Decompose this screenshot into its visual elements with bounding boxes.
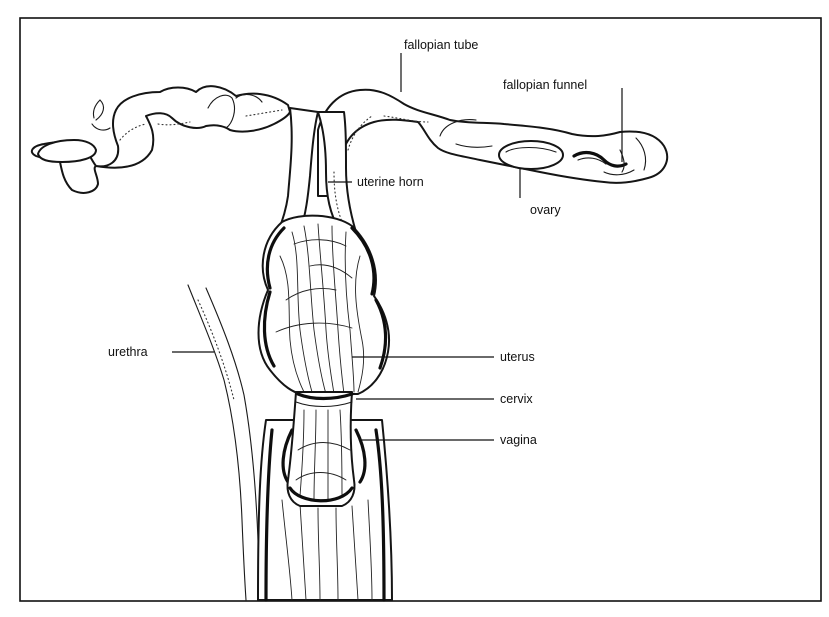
label-vagina: vagina bbox=[500, 433, 537, 447]
label-fallopian-funnel: fallopian funnel bbox=[503, 78, 587, 92]
label-cervix: cervix bbox=[500, 392, 533, 406]
ovary bbox=[499, 141, 563, 169]
urethra-tube bbox=[188, 285, 261, 600]
label-urethra: urethra bbox=[108, 345, 148, 359]
label-ovary: ovary bbox=[530, 203, 561, 217]
label-uterus: uterus bbox=[500, 350, 535, 364]
label-uterine-horn: uterine horn bbox=[357, 175, 424, 189]
label-fallopian-tube: fallopian tube bbox=[404, 38, 478, 52]
cervix bbox=[288, 392, 355, 506]
uterus-body bbox=[259, 216, 390, 394]
left-fallopian-tube bbox=[32, 86, 290, 193]
